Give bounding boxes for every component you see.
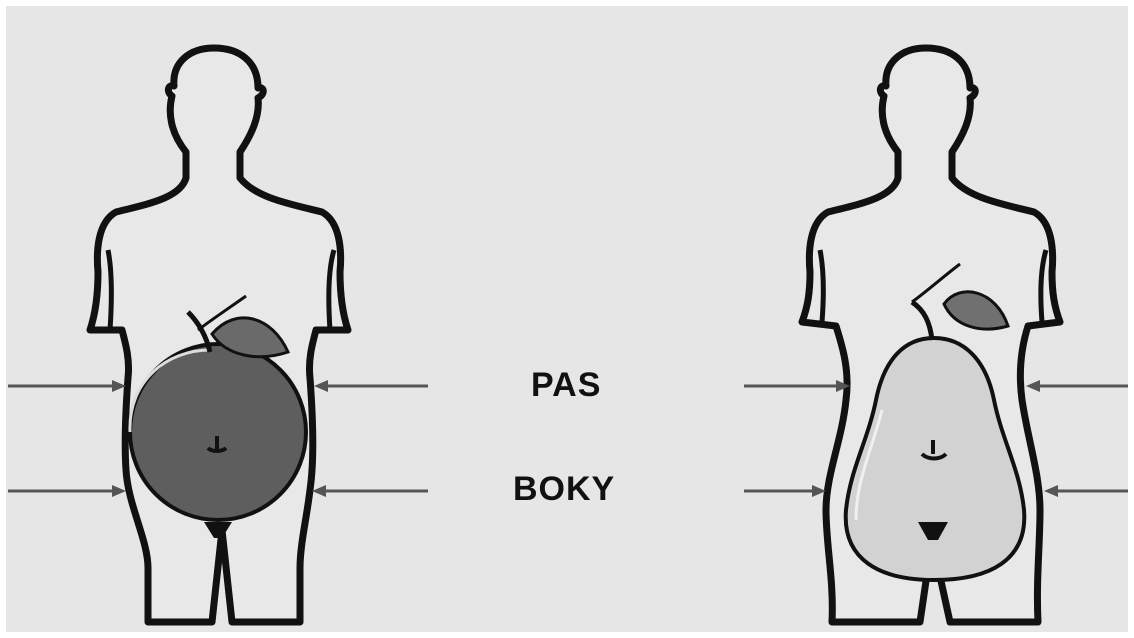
pear-hips-arrowhead-right bbox=[1044, 485, 1058, 497]
pear-body-figure bbox=[744, 48, 1128, 622]
waist-label: PAS bbox=[531, 366, 601, 405]
hips-label: BOKY bbox=[513, 470, 615, 509]
apple-hips-arrowhead-left bbox=[112, 485, 126, 497]
pear-waist-arrowhead-right bbox=[1026, 380, 1040, 392]
apple-waist-arrowhead-right bbox=[314, 380, 328, 392]
apple-body-figure bbox=[8, 48, 428, 622]
apple-hips-arrowhead-right bbox=[312, 485, 326, 497]
